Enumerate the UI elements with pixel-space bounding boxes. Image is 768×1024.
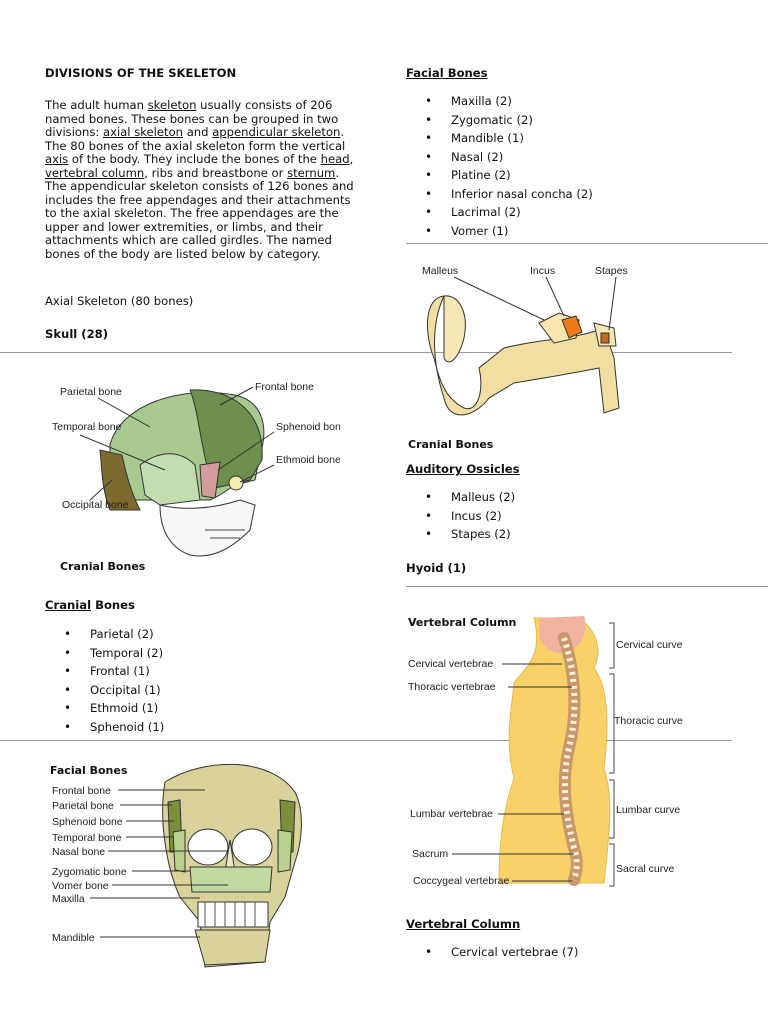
list-item: Zygomatic (2) [425,111,745,130]
intro-paragraph: The adult human skeleton usually consist… [45,98,354,261]
label-cervical-curve: Cervical curve [616,639,683,651]
label-maxilla: Maxilla [52,893,85,905]
axis-link[interactable]: axis [45,152,69,166]
ear-ossicles-figure: Malleus Incus Stapes Cranial Bones [408,265,628,451]
skeleton-link[interactable]: skeleton [147,98,197,112]
curve-bracket [609,673,615,774]
divider [0,740,732,741]
label-sphenoid-bone: Sphenoid bone [52,816,123,828]
curve-bracket [609,779,615,839]
label-frontal-bone: Frontal bone [52,785,111,797]
list-item: Cervical vertebrae (7) [425,943,725,962]
facial-bones-figure: Facial Bones Frontal bone Parietal bone … [50,763,302,968]
list-item: Nasal (2) [425,148,745,167]
facial-bones-list: Maxilla (2) Zygomatic (2) Mandible (1) N… [425,92,745,240]
leader-line [79,434,166,471]
label-vomer-bone: Vomer bone [52,880,109,892]
label-sacral-curve: Sacral curve [616,863,675,875]
divider [406,243,768,244]
label-thoracic-curve: Thoracic curve [614,715,683,727]
label-cervical-vertebrae: Cervical vertebrae [408,658,493,670]
list-item: Parietal (2) [64,625,324,644]
hyoid-heading: Hyoid (1) [406,561,467,575]
axial-skeleton-link[interactable]: axial skeleton [103,125,184,139]
label-thoracic-vertebrae: Thoracic vertebrae [408,681,496,693]
list-item: Lacrimal (2) [425,203,745,222]
figure-caption: Cranial Bones [408,438,494,451]
vertebral-column-heading[interactable]: Vertebral Column [406,917,521,931]
figure-title: Vertebral Column [408,616,516,629]
divider [406,586,768,587]
auditory-ossicles-list: Malleus (2) Incus (2) Stapes (2) [425,488,725,544]
leader-line [89,479,113,501]
facial-bones-heading[interactable]: Facial Bones [406,66,488,80]
label-coccygeal-vertebrae: Coccygeal vertebrae [413,875,509,887]
label-lumbar-vertebrae: Lumbar vertebrae [410,808,493,820]
axial-skeleton-label: Axial Skeleton (80 bones) [45,294,194,308]
label-mandible: Mandible [52,932,95,944]
leader-line [545,276,565,317]
leader-line [239,464,275,483]
list-item: Platine (2) [425,166,745,185]
vertebral-column-link[interactable]: vertebral column [45,165,145,180]
cranial-bones-list: Parietal (2) Temporal (2) Frontal (1) Oc… [64,625,324,736]
list-item: Stapes (2) [425,525,725,544]
cranial-link[interactable]: Cranial [45,598,92,612]
skull-illustration [99,389,265,557]
label-occipital-bone: Occipital bone [62,499,129,511]
vertebral-column-list: Cervical vertebrae (7) [425,943,725,962]
label-parietal-bone: Parietal bone [52,800,114,812]
label-sphenoid-bone: Sphenoid bone [276,421,340,433]
leader-line [608,276,617,331]
curve-bracket [609,622,615,669]
list-item: Sphenoid (1) [64,718,324,737]
spine-illustration [498,616,611,886]
list-item: Maxilla (2) [425,92,745,111]
label-stapes: Stapes [595,265,628,277]
label-parietal-bone: Parietal bone [60,386,122,398]
label-nasal-bone: Nasal bone [52,846,105,858]
figure-title: Facial Bones [50,764,128,777]
figure-caption: Cranial Bones [60,560,146,573]
list-item: Ethmoid (1) [64,699,324,718]
label-frontal-bone: Frontal bone [255,381,314,393]
list-item: Inferior nasal concha (2) [425,185,745,204]
list-item: Vomer (1) [425,222,745,241]
section-title: DIVISIONS OF THE SKELETON [45,66,237,80]
label-temporal-bone: Temporal bone [52,421,122,433]
label-sacrum: Sacrum [412,848,448,860]
leader-line [219,386,254,406]
list-item: Malleus (2) [425,488,725,507]
head-link[interactable]: head [320,152,350,166]
list-item: Frontal (1) [64,662,324,681]
skull-heading: Skull (28) [45,327,109,341]
auditory-ossicles-heading[interactable]: Auditory Ossicles [406,462,520,476]
cranial-bones-figure: Parietal bone Frontal bone Temporal bone… [52,381,340,573]
label-lumbar-curve: Lumbar curve [616,804,680,816]
list-item: Mandible (1) [425,129,745,148]
label-temporal-bone: Temporal bone [52,832,122,844]
divider [0,352,732,353]
vertebral-column-figure: Vertebral Column Cervical vertebrae Thor… [408,616,683,887]
sternum-link[interactable]: sternum [287,165,336,180]
curve-bracket [609,843,615,887]
appendicular-skeleton-link[interactable]: appendicular skeleton [212,125,341,139]
ear-illustration [426,295,620,416]
leader-line [217,431,275,471]
label-malleus: Malleus [422,265,458,277]
list-item: Incus (2) [425,507,725,526]
list-item: Temporal (2) [64,644,324,663]
list-item: Occipital (1) [64,681,324,700]
label-ethmoid-bone: Ethmoid bone [276,454,340,466]
leader-line [97,397,151,428]
leader-line [453,276,545,321]
label-zygomatic-bone: Zygomatic bone [52,866,127,878]
skull-front-illustration [162,763,302,968]
cranial-bones-heading: Cranial Bones [45,598,135,612]
label-incus: Incus [530,265,555,277]
